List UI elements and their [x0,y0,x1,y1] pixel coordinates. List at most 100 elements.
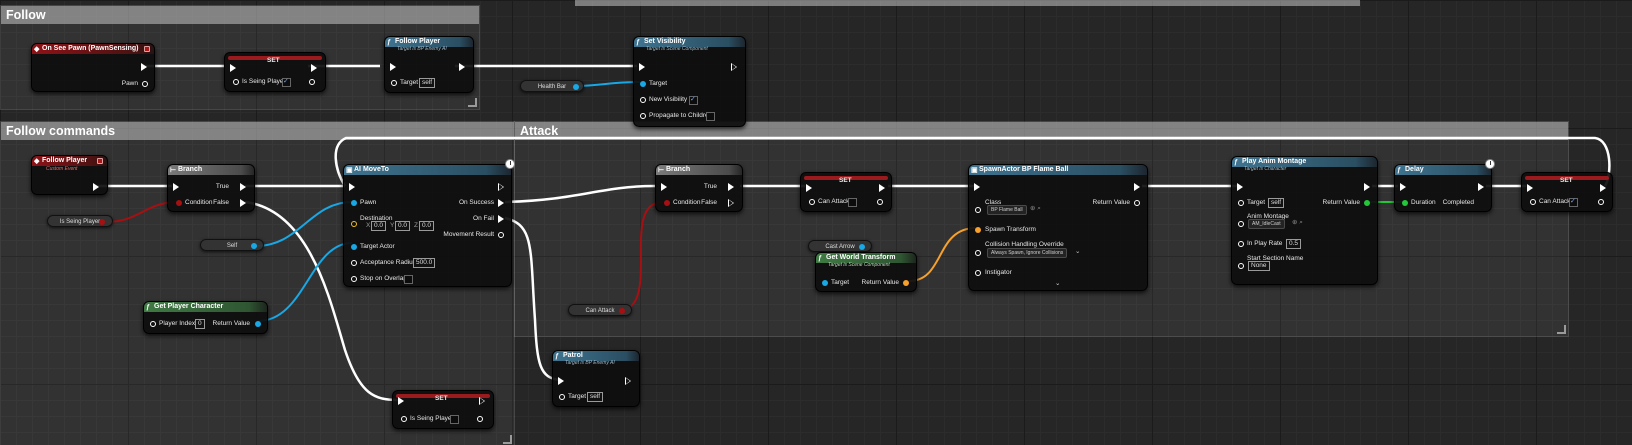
branch-node[interactable]: ⊢Branch True Condition False [167,164,255,212]
exec-out-pin[interactable] [1600,184,1606,192]
player-index-field[interactable]: 0 [195,319,205,329]
comment-resize-handle[interactable] [468,98,477,107]
delegate-pin-icon[interactable] [97,158,103,164]
bool-input-pin[interactable] [233,79,239,85]
exec-out-pin[interactable] [1364,183,1370,191]
completed-exec-pin[interactable] [1478,183,1484,191]
delegate-pin-icon[interactable] [144,46,150,52]
exec-in-pin[interactable] [639,63,645,71]
on-fail-exec-pin[interactable] [498,215,504,223]
exec-out-pin[interactable] [879,184,885,192]
in-play-rate-pin[interactable] [1238,241,1244,247]
exec-in-pin[interactable] [398,397,404,405]
branch-node-attack[interactable]: ⊢Branch True Condition False [655,164,743,212]
target-value-field[interactable]: self [587,392,604,402]
exec-in-pin[interactable] [1527,184,1533,192]
target-input-pin[interactable] [559,394,565,400]
spawn-transform-pin[interactable] [975,227,981,233]
target-value-field[interactable]: self [419,78,436,88]
bool-output-pin[interactable] [99,219,105,225]
new-visibility-checkbox[interactable] [689,95,698,105]
exec-in-pin[interactable] [173,183,179,191]
collision-input-pin[interactable] [975,250,981,256]
follow-player-custom-event-node[interactable]: ◆Follow Player Custom Event [31,155,108,195]
bool-output-pin[interactable] [619,308,625,314]
on-success-exec-pin[interactable] [498,199,504,207]
bool-output-pin[interactable] [1598,199,1604,205]
comment-title-follow-commands[interactable]: Follow commands [1,122,514,140]
comment-resize-handle[interactable] [503,435,512,444]
bool-input-pin[interactable] [640,97,646,103]
exec-out-pin[interactable] [498,183,504,191]
expand-arrow-icon[interactable]: ⌄ [1055,280,1061,287]
movement-result-pin[interactable] [498,232,504,238]
exec-in-pin[interactable] [349,183,355,191]
return-value-pin[interactable] [1364,200,1370,206]
exec-out-pin[interactable] [141,63,147,71]
exec-out-pin[interactable] [625,377,631,385]
object-output-pin[interactable] [859,244,865,250]
is-seing-player-checkbox[interactable] [282,77,291,87]
class-dropdown[interactable]: BP Flame Ball [987,205,1027,215]
target-actor-input-pin[interactable] [351,244,357,250]
stop-on-overlap-pin[interactable] [351,276,357,282]
is-seing-player-getter-node[interactable]: Is Seing Player [47,215,113,227]
propagate-checkbox[interactable] [706,112,715,121]
browse-icon[interactable]: ⊕ ⌕ [1030,205,1041,212]
cast-arrow-getter-node[interactable]: Cast Arrow [808,240,872,252]
pawn-output-pin[interactable] [142,81,148,87]
bool-input-pin[interactable] [1530,199,1536,205]
duration-input-pin[interactable] [1402,200,1408,206]
comment-title-attack[interactable]: Attack [515,122,1568,140]
condition-input-pin[interactable] [664,200,670,206]
false-exec-pin[interactable] [728,199,734,207]
browse-icon[interactable]: ⊕ ⌕ [1292,219,1303,226]
collision-dropdown[interactable]: Always Spawn, Ignore Collisions [987,248,1068,258]
class-input-pin[interactable] [975,207,981,213]
destination-vector-pin[interactable] [351,221,357,227]
exec-in-pin[interactable] [390,63,396,71]
stop-on-overlap-checkbox[interactable] [404,275,413,284]
can-attack-checkbox[interactable] [848,198,857,207]
true-exec-pin[interactable] [240,183,246,191]
y-value-field[interactable]: 0.0 [395,221,411,231]
on-see-pawn-event-node[interactable]: ◆On See Pawn (PawnSensing) Pawn [31,43,155,92]
object-output-pin[interactable] [573,84,579,90]
set-can-attack-false-node[interactable]: SET Can Attack [800,172,892,212]
exec-out-pin[interactable] [311,64,317,72]
exec-out-pin[interactable] [93,183,99,191]
return-value-pin[interactable] [255,321,261,327]
anim-montage-dropdown[interactable]: AM_IdleCast [1248,219,1285,229]
comment-title-follow[interactable]: Follow [1,6,479,24]
set-is-seing-player-node[interactable]: SET Is Seing Player [224,52,326,92]
target-input-pin[interactable] [640,81,646,87]
return-value-pin[interactable] [903,280,909,286]
return-value-pin[interactable] [1134,200,1140,206]
exec-in-pin[interactable] [806,184,812,192]
exec-in-pin[interactable] [661,183,667,191]
acceptance-radius-field[interactable]: 500.0 [413,258,436,268]
true-exec-pin[interactable] [728,183,734,191]
exec-out-pin[interactable] [459,63,465,71]
bool-output-pin[interactable] [309,79,315,85]
comment-resize-handle[interactable] [1557,325,1566,334]
anim-montage-input-pin[interactable] [1238,221,1244,227]
exec-in-pin[interactable] [230,64,236,72]
pawn-input-pin[interactable] [351,200,357,206]
exec-in-pin[interactable] [1400,183,1406,191]
ai-move-to-node[interactable]: ▣AI MoveTo Pawn On Success Destination X… [343,159,515,287]
bool-input-pin[interactable] [640,113,646,119]
set-is-seing-player-false-node[interactable]: SET Is Seing Player [392,390,494,429]
health-bar-getter-node[interactable]: Health Bar [520,80,584,92]
acceptance-radius-pin[interactable] [351,260,357,266]
x-value-field[interactable]: 0.0 [371,221,387,231]
target-value-field[interactable]: self [1268,198,1285,208]
start-section-field[interactable]: None [1248,261,1270,271]
spawn-actor-node[interactable]: ▣SpawnActor BP Flame Ball Class BP Flame… [968,164,1148,291]
start-section-input-pin[interactable] [1238,263,1244,269]
